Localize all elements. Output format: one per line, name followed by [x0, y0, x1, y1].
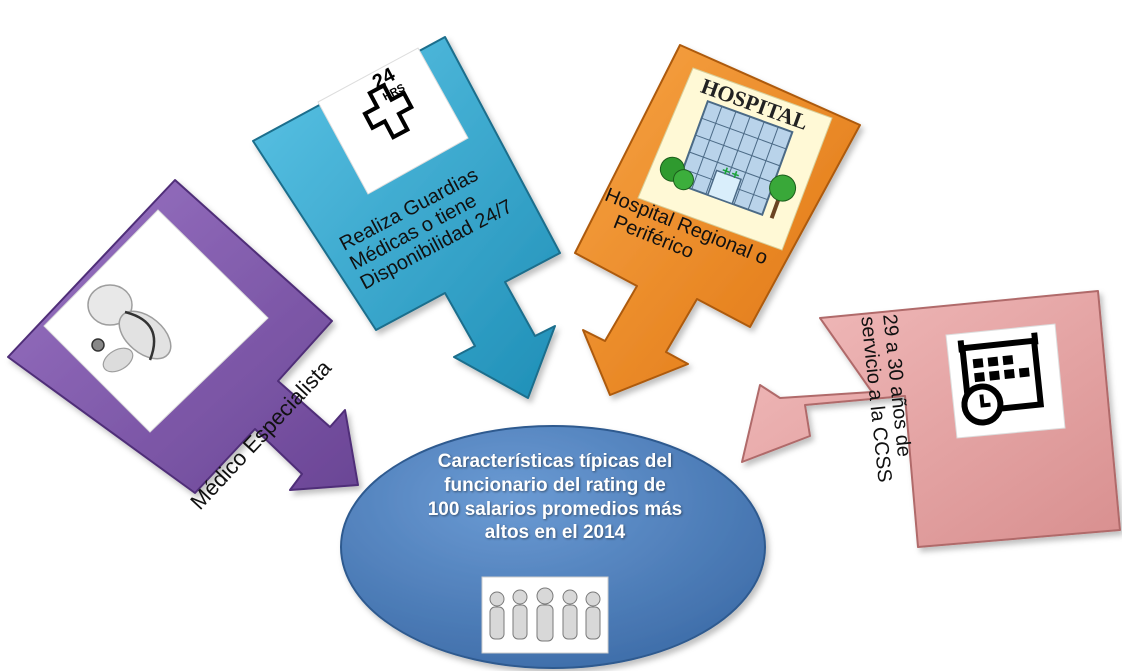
- 24-hrs-cross-icon: 24 HRS: [317, 47, 469, 195]
- callout-guardias: [252, 36, 561, 399]
- hospital-building-icon: HOSPITAL + +: [637, 67, 833, 251]
- center-title-line: Características típicas del: [437, 451, 673, 472]
- calendar-clock-icon: [945, 323, 1066, 439]
- center-ellipse: [340, 425, 766, 669]
- people-group-icon: [481, 576, 609, 654]
- center-title-line: funcionario del rating de: [444, 474, 666, 496]
- 3d-doctor-stethoscope-icon: [43, 209, 269, 433]
- center-title-line: altos en el 2014: [484, 522, 626, 544]
- center-title: Características típicas del funcionario …: [405, 450, 705, 545]
- center-title-line: 100 salarios promedios más: [427, 498, 683, 520]
